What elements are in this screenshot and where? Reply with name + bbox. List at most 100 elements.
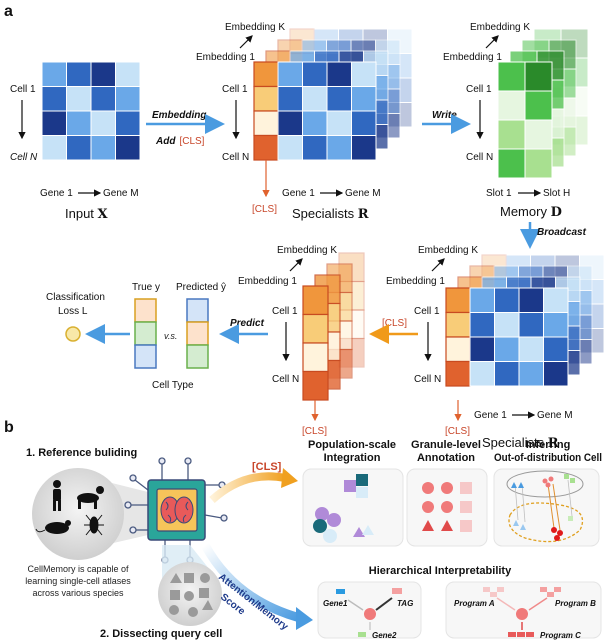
expression-cell	[90, 110, 116, 136]
cls-token-cell	[445, 287, 471, 314]
brain-icon	[160, 496, 194, 524]
diagonal-arrow-icon	[289, 258, 303, 272]
specialist-cell	[302, 135, 328, 161]
tag-label: TAG	[397, 599, 413, 608]
reference-caption-line3: across various species	[32, 588, 124, 598]
row-end-label: Cell N	[414, 374, 441, 385]
task-title-line1: Population-scale	[308, 439, 396, 451]
specialists-top-group: Embedding K Embedding 1 Cell 1 Cell N [C…	[196, 22, 413, 222]
specialist-cell	[543, 312, 569, 338]
predict-arrow-label: Predict	[230, 318, 265, 329]
memory-slot-cell	[524, 61, 553, 92]
task-title-line1: Inferring	[526, 439, 571, 451]
col-start-label: Gene 1	[474, 410, 507, 421]
expression-cell	[41, 135, 67, 161]
col-start-label: Gene 1	[40, 188, 73, 199]
embedding-1-label: Embedding 1	[196, 52, 255, 63]
expression-cell	[90, 61, 116, 87]
memory-slot-cell	[497, 148, 526, 179]
loss-node-icon	[65, 326, 81, 342]
task-title-line2: Integration	[324, 452, 381, 464]
embedding-1-label: Embedding 1	[386, 276, 445, 287]
memory-slot-cell	[497, 61, 526, 92]
expression-cell	[41, 61, 67, 87]
query-title: 2. Dissecting query cell	[100, 628, 222, 640]
mouse-icon	[35, 520, 71, 534]
true-label-vector	[134, 298, 157, 369]
expression-cell	[90, 86, 116, 112]
expression-cell	[66, 110, 92, 136]
row-start-label: Cell 1	[222, 84, 248, 95]
cls-token-cell	[253, 85, 279, 112]
input-matrix	[41, 61, 141, 161]
cls-token-cell	[302, 313, 329, 344]
row-start-label: Cell 1	[272, 306, 298, 317]
add-cls-label: Add[CLS]	[155, 136, 205, 147]
expression-cell	[90, 135, 116, 161]
cls-arrowhead-icon	[281, 468, 298, 488]
interpretability-title: Hierarchical Interpretability	[369, 565, 512, 577]
monkey-icon	[77, 486, 104, 509]
cls-label: [CLS]	[252, 461, 282, 473]
reference-title: 1. Reference buliding	[26, 447, 137, 459]
specialists-caption: Specialists R	[292, 206, 369, 222]
memory-slot-cell	[524, 119, 553, 150]
col-start-label: Gene 1	[282, 188, 315, 199]
program-b-label: Program B	[555, 599, 596, 608]
expression-cell	[115, 86, 141, 112]
embedding-k-label: Embedding K	[418, 245, 478, 256]
embedding-1-label: Embedding 1	[443, 52, 502, 63]
specialist-cell	[351, 110, 377, 136]
write-arrow-label: Write	[432, 110, 457, 121]
specialist-cell	[518, 287, 544, 313]
specialist-cell	[277, 61, 303, 87]
cls-token-cell	[445, 360, 471, 387]
integration-card	[302, 468, 404, 547]
cls-output-label: [CLS]	[302, 426, 327, 437]
specialist-cell	[326, 86, 352, 112]
specialist-cell	[351, 61, 377, 87]
row-end-label: Cell N	[466, 152, 493, 163]
predicted-label-vector	[186, 298, 209, 369]
memory-slot-cell	[497, 90, 526, 121]
gene1-label: Gene1	[323, 599, 348, 608]
cls-token-cell	[302, 370, 329, 401]
cls-token-stack	[302, 252, 365, 401]
true-label: True y	[132, 282, 160, 293]
specialist-cell	[518, 312, 544, 338]
cellmemory-chip-icon	[124, 457, 228, 564]
cls-curved-arrow	[209, 472, 286, 503]
cell-type-caption: Cell Type	[152, 380, 194, 391]
gene-graph-card: Gene1 TAG Gene2	[317, 581, 422, 640]
cls-token-cell	[253, 110, 279, 137]
attention-curved-arrow	[201, 542, 302, 623]
specialist-cell	[351, 86, 377, 112]
expression-cell	[66, 86, 92, 112]
human-icon	[53, 480, 61, 511]
memory-group: Embedding K Embedding 1 Cell 1 Cell N Sl…	[443, 22, 589, 220]
memory-slot-cell	[497, 119, 526, 150]
expression-cell	[115, 61, 141, 87]
task-title-line2: Annotation	[417, 452, 475, 464]
query-cells-icon	[169, 573, 213, 617]
specialist-cell	[326, 61, 352, 87]
row-start-label: Cell 1	[414, 306, 440, 317]
specialist-cell	[302, 110, 328, 136]
program-a-label: Program A	[454, 599, 495, 608]
loss-label-line2: Loss L	[58, 306, 88, 317]
specialist-cell	[494, 287, 520, 313]
cls-output-label: [CLS]	[445, 426, 470, 437]
embedding-1-label: Embedding 1	[238, 276, 297, 287]
panel-b-label: b	[4, 419, 14, 436]
memory-slot-cell	[524, 90, 553, 121]
versus-label: v.s.	[164, 331, 177, 341]
row-end-label: Cell N	[272, 374, 299, 385]
specialist-cell	[543, 336, 569, 362]
input-caption: Input X	[65, 206, 109, 222]
row-start-label: Cell 1	[10, 84, 36, 95]
panel-a-label: a	[4, 3, 13, 20]
cls-token-cell	[253, 61, 279, 88]
task-title-line1: Granule-level	[411, 439, 481, 451]
cls-token-cell	[445, 336, 471, 363]
